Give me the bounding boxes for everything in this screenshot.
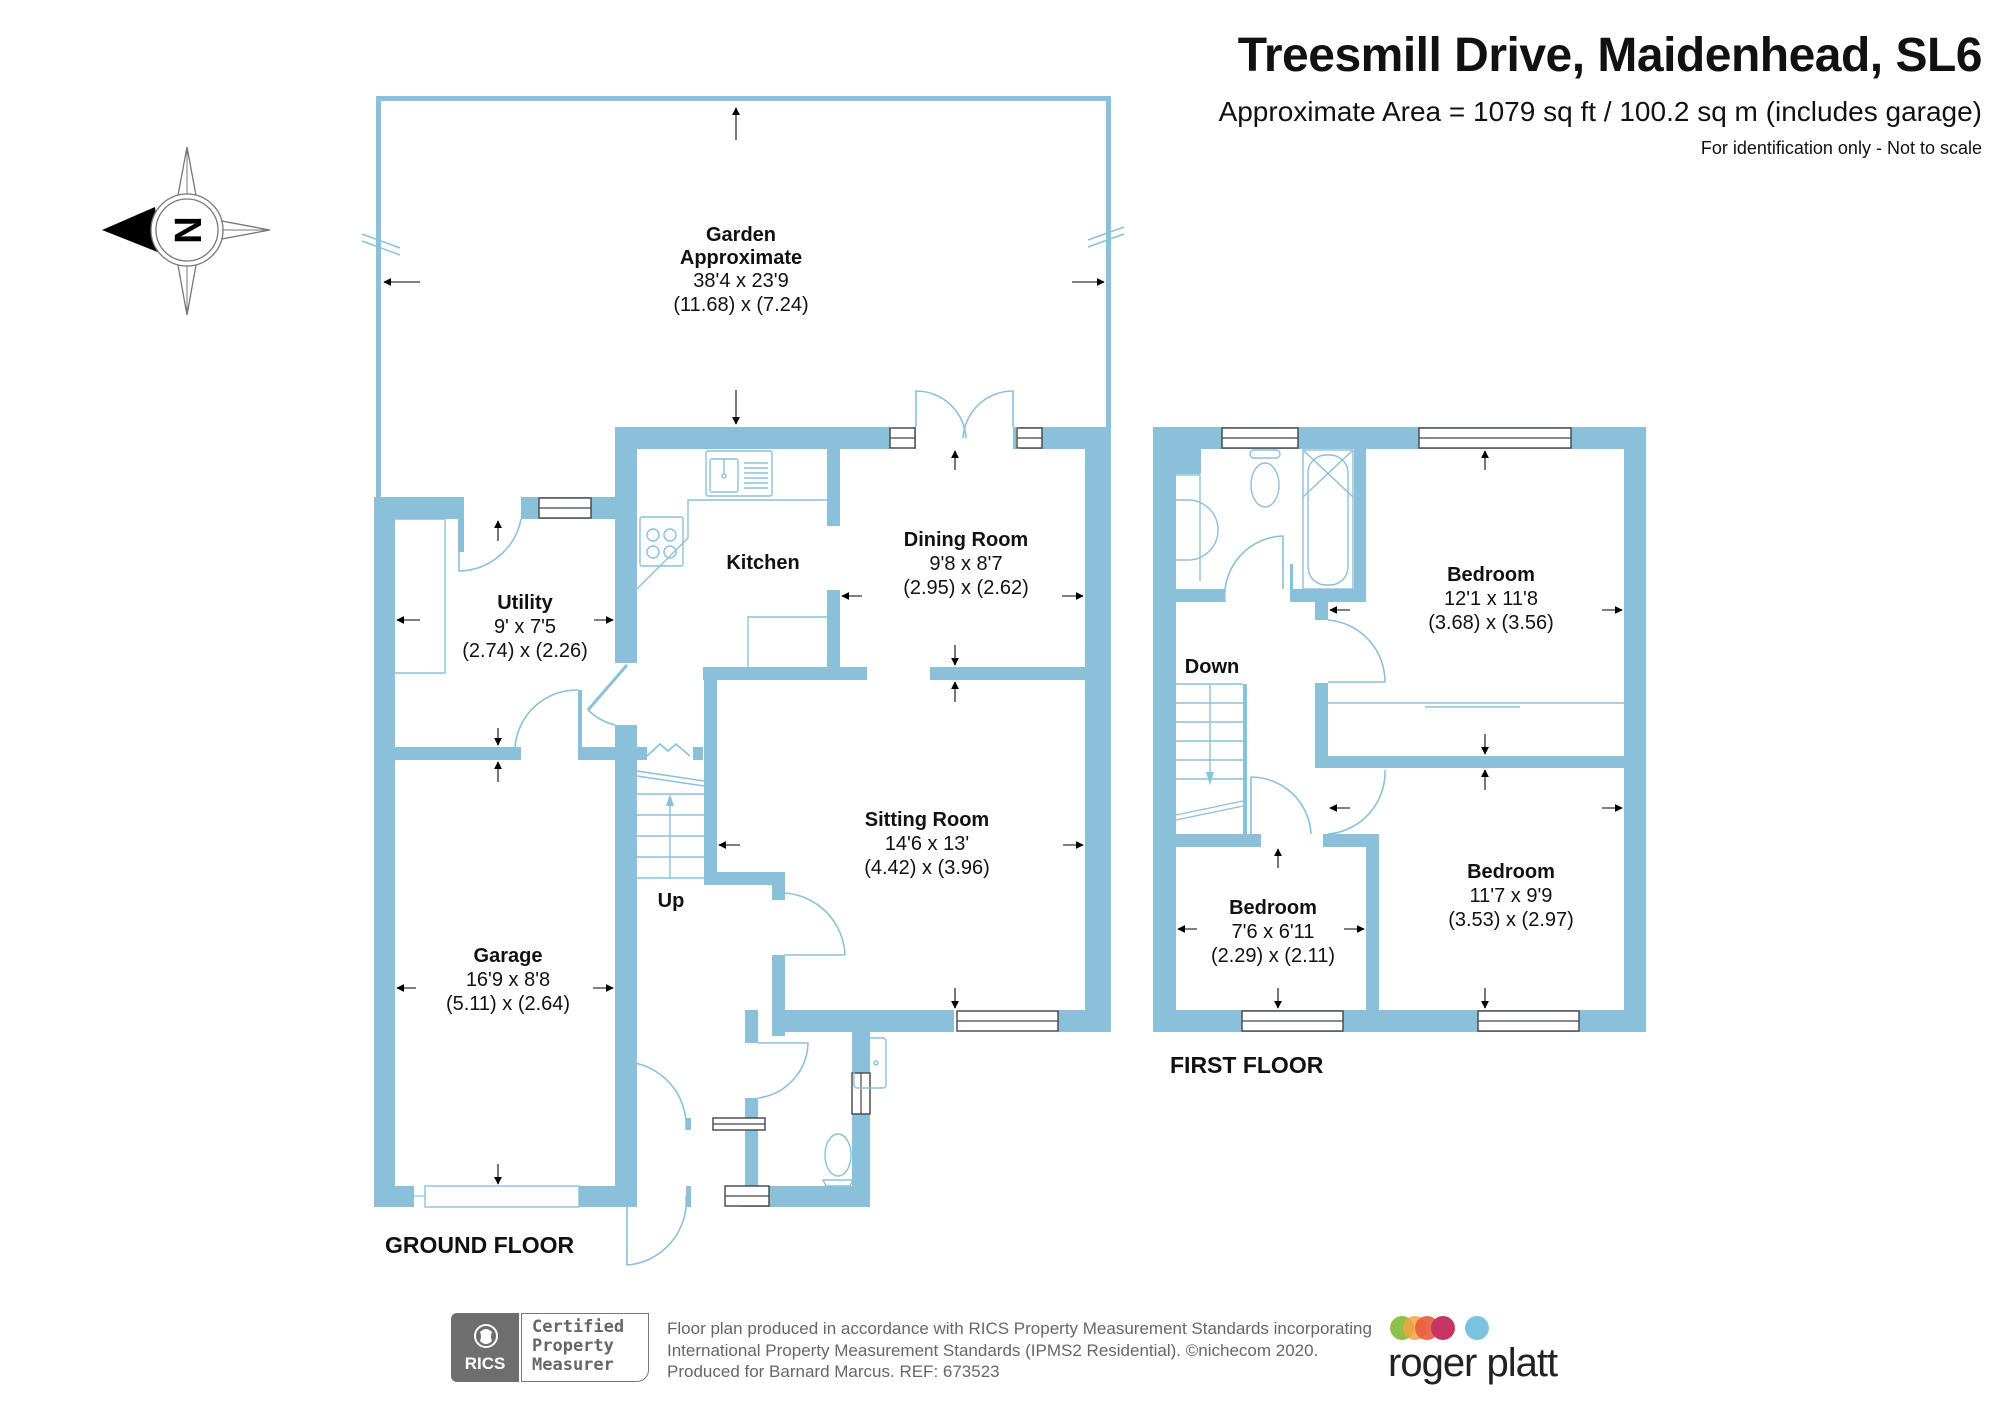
cert-line-3: Measurer xyxy=(532,1355,614,1375)
room-imperial: 9'8 x 8'7 xyxy=(929,553,1002,575)
kitchen-units xyxy=(395,450,827,674)
room-imperial: 7'6 x 6'11 xyxy=(1232,921,1315,943)
room-imperial: 9' x 7'5 xyxy=(494,616,556,638)
room-garage: Garage 16'9 x 8'8 (5.11) x (2.64) xyxy=(446,945,570,1015)
stairs-up-label: Up xyxy=(658,890,685,912)
ground-floor-label: GROUND FLOOR xyxy=(385,1232,574,1258)
room-bedroom-3: Bedroom 7'6 x 6'11 (2.29) x (2.11) xyxy=(1211,897,1335,967)
rics-logo: RICS xyxy=(451,1313,519,1382)
agent-logo: roger platt xyxy=(1386,1313,1566,1393)
compass-north-icon: N xyxy=(102,146,271,316)
room-imperial: 12'1 x 11'8 xyxy=(1444,588,1538,610)
room-garden: Garden Approximate 38'4 x 23'9 (11.68) x… xyxy=(673,224,808,316)
room-name: Sitting Room xyxy=(865,809,989,831)
certified-measurer-badge: Certified Property Measurer xyxy=(521,1313,649,1382)
garden-boundary xyxy=(361,96,1125,500)
room-sitting: Sitting Room 14'6 x 13' (4.42) x (3.96) xyxy=(864,809,990,879)
room-name: Bedroom xyxy=(1229,897,1317,919)
first-floor-windows xyxy=(1221,427,1580,1032)
room-imperial: 11'7 x 9'9 xyxy=(1470,885,1553,907)
logo-dot-magenta xyxy=(1431,1316,1455,1340)
room-metric: (4.42) x (3.96) xyxy=(864,857,990,879)
room-name: Bedroom xyxy=(1467,861,1555,883)
ground-floor-walls xyxy=(374,427,1111,1207)
room-kitchen: Kitchen xyxy=(726,552,799,574)
footer-line-3: Produced for Barnard Marcus. REF: 673523 xyxy=(667,1362,1000,1381)
footer-disclaimer: Floor plan produced in accordance with R… xyxy=(667,1318,1372,1383)
logo-dot-blue xyxy=(1465,1316,1489,1340)
room-metric: (3.53) x (2.97) xyxy=(1448,909,1574,931)
property-title: Treesmill Drive, Maidenhead, SL6 xyxy=(1237,29,1983,82)
room-metric: (11.68) x (7.24) xyxy=(673,294,808,316)
cert-line-1: Certified xyxy=(532,1317,625,1337)
rics-lion-icon xyxy=(474,1324,498,1348)
room-name: Bedroom xyxy=(1447,564,1535,586)
room-name: Dining Room xyxy=(904,529,1028,551)
room-metric: (3.68) x (3.56) xyxy=(1428,612,1554,634)
first-floor-doors-fixtures xyxy=(1175,449,1624,835)
room-utility: Utility 9' x 7'5 (2.74) x (2.26) xyxy=(462,592,588,662)
wc-fixtures xyxy=(821,1037,887,1187)
first-floor-walls xyxy=(1153,427,1646,1032)
room-name: Utility xyxy=(497,592,553,614)
room-imperial: 14'6 x 13' xyxy=(885,833,969,855)
approximate-area: Approximate Area = 1079 sq ft / 100.2 sq… xyxy=(1218,96,1982,127)
footer-line-1: Floor plan produced in accordance with R… xyxy=(667,1319,1372,1338)
footer-line-2: International Property Measurement Stand… xyxy=(667,1340,1319,1360)
stairs-up xyxy=(636,770,705,879)
ground-floor-doors xyxy=(395,390,1014,1266)
room-imperial: 16'9 x 8'8 xyxy=(466,969,550,991)
room-metric: (5.11) x (2.64) xyxy=(446,993,570,1015)
first-floor-label: FIRST FLOOR xyxy=(1170,1052,1324,1078)
room-metric: (2.95) x (2.62) xyxy=(903,577,1029,599)
room-dining: Dining Room 9'8 x 8'7 (2.95) x (2.62) xyxy=(903,529,1029,599)
room-imperial: 38'4 x 23'9 xyxy=(693,270,789,292)
room-name: Garage xyxy=(474,945,543,967)
dimension-arrows xyxy=(383,107,1623,1185)
room-bedroom-2: Bedroom 11'7 x 9'9 (3.53) x (2.97) xyxy=(1448,861,1574,931)
compass-letter: N xyxy=(168,216,210,243)
room-metric: (2.29) x (2.11) xyxy=(1211,945,1335,967)
ground-floor-windows xyxy=(414,427,1059,1208)
rics-word: RICS xyxy=(464,1354,506,1373)
stairs-down xyxy=(1175,683,1244,821)
room-name: Kitchen xyxy=(726,552,799,574)
cert-line-2: Property xyxy=(532,1336,614,1356)
stairs-down-label: Down xyxy=(1185,656,1239,678)
room-metric: (2.74) x (2.26) xyxy=(462,640,588,662)
room-name-2: Approximate xyxy=(680,247,802,269)
scale-disclaimer: For identification only - Not to scale xyxy=(1700,138,1982,158)
agent-logo-text: roger platt xyxy=(1388,1341,1558,1385)
room-bedroom-1: Bedroom 12'1 x 11'8 (3.68) x (3.56) xyxy=(1428,564,1554,634)
room-name: Garden xyxy=(706,224,776,246)
